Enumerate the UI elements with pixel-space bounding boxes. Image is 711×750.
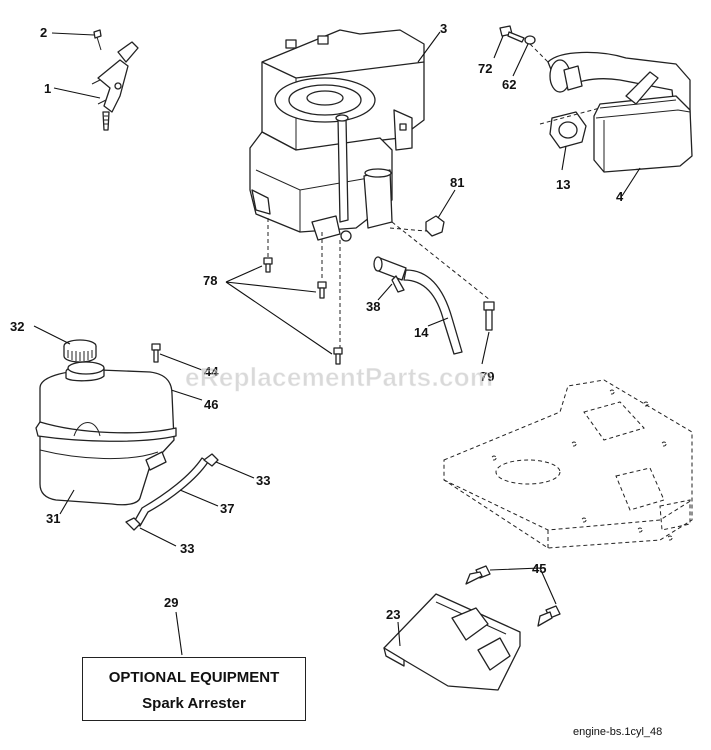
clamp-33a-part	[203, 453, 219, 467]
leader-38	[377, 283, 393, 301]
fuel-tank-31-part	[35, 361, 177, 506]
callout-78: 78	[203, 273, 218, 288]
bolt-79-part	[483, 301, 495, 331]
leader-14	[427, 317, 449, 327]
screw-44-part	[151, 343, 161, 363]
clamp-33b-part	[125, 517, 141, 531]
callout-2: 2	[40, 25, 48, 40]
leader-79	[481, 331, 490, 365]
callout-32: 32	[10, 319, 25, 334]
callout-14: 14	[414, 325, 429, 340]
bolt-78-part	[263, 257, 343, 365]
leader-72	[493, 35, 504, 59]
callout-45: 45	[532, 561, 547, 576]
leader-37	[179, 489, 219, 507]
leader-44	[159, 353, 203, 371]
leader-1	[53, 87, 101, 99]
callout-31: 31	[46, 511, 61, 526]
watermark-text: eReplacementParts.com	[184, 362, 494, 393]
leader-62	[512, 43, 529, 77]
callout-29: 29	[164, 595, 179, 610]
fuel-fitting-38-part	[373, 256, 407, 293]
bolt-72-part	[499, 25, 525, 43]
leader-32	[33, 325, 71, 345]
leader-23	[397, 621, 401, 647]
leader-81	[437, 189, 456, 219]
callout-13: 13	[556, 177, 571, 192]
callout-37: 37	[220, 501, 235, 516]
muffler-4-part	[547, 51, 693, 173]
callout-3: 3	[440, 21, 448, 36]
leader-31	[59, 489, 75, 515]
bolts-45-part	[465, 565, 561, 627]
callout-72: 72	[478, 61, 493, 76]
callout-62: 62	[502, 77, 517, 92]
optional-equipment-item: Spark Arrester	[142, 695, 246, 712]
shield-plate-23-part	[383, 593, 521, 691]
throttle-control-part	[91, 29, 139, 131]
fuel-hose-14-part	[403, 269, 463, 355]
callout-33-lower: 33	[180, 541, 195, 556]
leader-33a	[215, 461, 255, 479]
callout-23: 23	[386, 607, 401, 622]
optional-equipment-box: OPTIONAL EQUIPMENT Spark Arrester	[82, 657, 306, 721]
callout-44: 44	[204, 364, 219, 379]
callout-33-upper: 33	[256, 473, 271, 488]
leader-45	[489, 567, 557, 605]
leader-13	[561, 145, 567, 171]
callout-79: 79	[480, 369, 495, 384]
engine-part	[249, 29, 425, 242]
gasket-13-part	[549, 111, 587, 149]
callout-4: 4	[616, 189, 624, 204]
callout-46: 46	[204, 397, 219, 412]
dash-line	[389, 227, 439, 233]
callout-81: 81	[450, 175, 465, 190]
leader-4	[621, 167, 641, 197]
leader-2	[51, 32, 95, 36]
leader-3	[417, 31, 441, 63]
leader-29	[175, 611, 183, 656]
optional-equipment-heading: OPTIONAL EQUIPMENT	[108, 669, 280, 686]
chassis-plate-part	[443, 379, 693, 549]
leader-78	[225, 265, 333, 355]
callout-1: 1	[44, 81, 52, 96]
diagram-reference: engine-bs.1cyl_48	[573, 726, 663, 738]
dash-line	[391, 221, 491, 301]
washer-62-part	[524, 35, 536, 45]
callout-38: 38	[366, 299, 381, 314]
leader-33b	[139, 527, 177, 547]
nut-81-part	[425, 215, 445, 237]
